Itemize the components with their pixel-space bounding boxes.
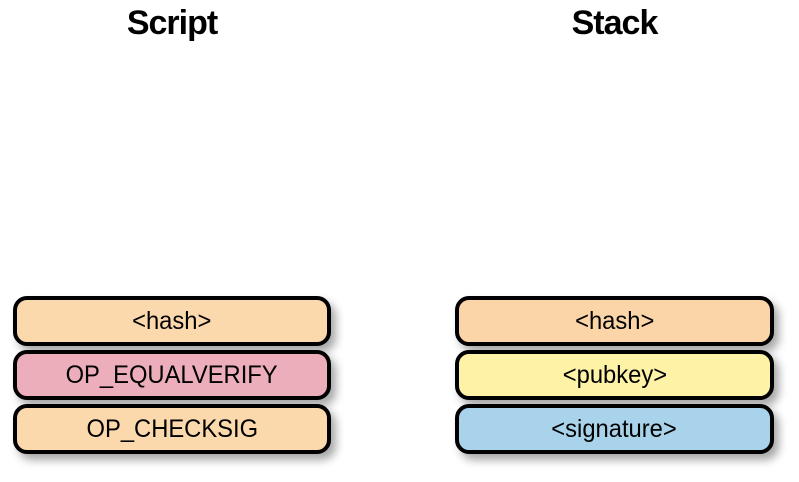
script-box-op-checksig: OP_CHECKSIG — [13, 404, 331, 454]
script-box-op-equalverify-label: OP_EQUALVERIFY — [65, 360, 279, 389]
script-box-op-equalverify: OP_EQUALVERIFY — [13, 350, 331, 400]
script-box-hash-label: <hash> — [132, 306, 212, 335]
stack-box-signature-label: <signature> — [551, 414, 678, 443]
stack-column: <hash> <pubkey> <signature> — [455, 296, 774, 458]
stack-box-pubkey: <pubkey> — [455, 350, 774, 400]
stack-column-title: Stack — [571, 4, 659, 42]
stack-box-signature: <signature> — [455, 404, 774, 454]
stack-box-hash: <hash> — [455, 296, 774, 346]
script-box-hash: <hash> — [13, 296, 331, 346]
script-column-title: Script — [126, 4, 218, 42]
stack-box-hash-label: <hash> — [574, 306, 655, 335]
script-column: <hash> OP_EQUALVERIFY OP_CHECKSIG — [13, 296, 331, 458]
script-box-op-checksig-label: OP_CHECKSIG — [86, 414, 258, 443]
stack-box-pubkey-label: <pubkey> — [562, 360, 667, 389]
